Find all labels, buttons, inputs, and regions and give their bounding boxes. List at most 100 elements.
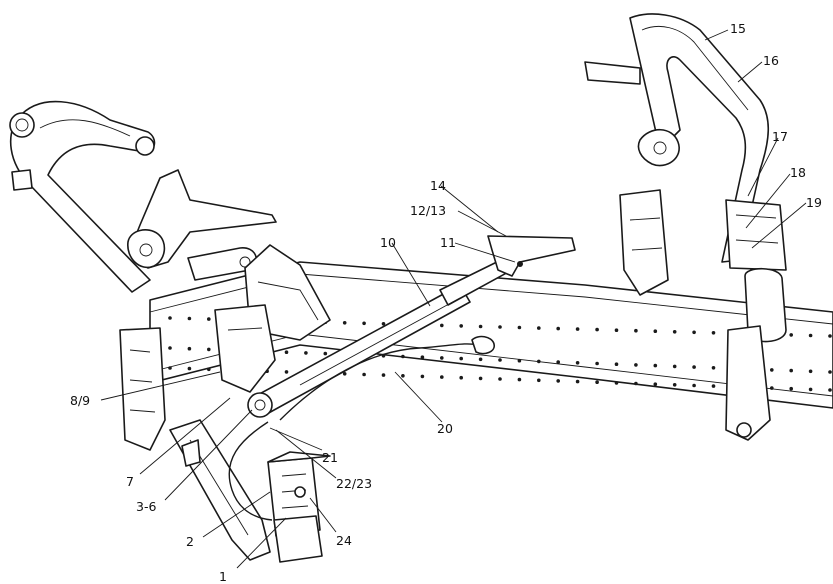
rail-hole (575, 327, 580, 331)
rail-hole (614, 362, 619, 367)
frame-rail (149, 261, 833, 409)
rail-hole (789, 333, 793, 337)
rail-hole (381, 322, 386, 326)
rail-hole (459, 375, 464, 380)
rail-hole (634, 328, 638, 333)
rail-hole (653, 363, 658, 368)
rail-hole (556, 360, 560, 364)
rail-hole (653, 329, 658, 334)
rail-hole (187, 366, 192, 371)
rail-hole (537, 378, 541, 383)
rail-hole (187, 316, 192, 321)
callout-14: 14 (430, 178, 446, 193)
rail-hole (168, 346, 172, 350)
rail-hole (575, 379, 580, 384)
rail-hole (381, 373, 386, 377)
callout-18: 18 (790, 165, 806, 180)
rail-hole (459, 324, 464, 328)
rail-hole (459, 356, 464, 361)
hydraulic-hose (279, 335, 495, 421)
rail-hole (770, 368, 774, 372)
callout-19: 19 (806, 195, 822, 210)
rail-hole (362, 372, 366, 377)
rail-hole (207, 367, 211, 372)
rail-hole (478, 357, 483, 362)
rail-hole (828, 334, 832, 338)
left-stabilizer-bar (9, 100, 156, 293)
rail-hole (342, 372, 347, 376)
rail-hole (401, 374, 405, 378)
callout-12-13: 12/13 (410, 203, 446, 218)
upper-bracket (487, 235, 576, 277)
rail-hole (440, 323, 444, 328)
rail-hole (556, 379, 560, 383)
rail-hole (207, 347, 211, 352)
rail-hole (614, 381, 619, 385)
rail-hole (789, 386, 793, 391)
callout-20: 20 (437, 421, 453, 436)
callout-labels: 1 2 3-6 7 8/9 10 11 12/13 14 15 16 17 18… (70, 21, 822, 584)
callout-7: 7 (126, 474, 134, 489)
rail-hole (537, 326, 541, 330)
rail-hole (595, 361, 599, 366)
rail-hole (420, 374, 425, 379)
rail-hole (498, 325, 502, 329)
rail-hole (711, 331, 716, 335)
callout-21: 21 (322, 450, 338, 465)
rail-hole (711, 366, 716, 370)
rail-hole (828, 388, 832, 392)
rail-hole (634, 381, 638, 386)
right-latch-unit (725, 199, 787, 441)
rail-hole (440, 375, 444, 379)
rail-hole (653, 382, 658, 387)
rail-hole (517, 377, 522, 382)
callout-leaders (100, 29, 807, 569)
rail-hole (614, 328, 619, 333)
rail-hole (478, 324, 483, 329)
tilt-cylinder (247, 257, 513, 418)
rail-hole (168, 366, 172, 370)
rail-hole (420, 355, 425, 360)
rail-hole (789, 368, 793, 373)
callout-3-6: 3-6 (136, 499, 156, 514)
callout-22-23: 22/23 (336, 476, 372, 491)
callout-2: 2 (186, 534, 194, 549)
callout-11: 11 (440, 235, 456, 250)
rail-hole (304, 351, 308, 355)
rail-hole (711, 384, 716, 388)
left-bracket-cluster (119, 169, 331, 451)
rail-hole (808, 387, 813, 392)
rail-hole (634, 363, 638, 367)
callout-1: 1 (219, 569, 227, 584)
rail-hole (828, 370, 832, 374)
rail-hole (672, 330, 677, 334)
rail-hole (537, 359, 541, 364)
callout-8-9: 8/9 (70, 393, 90, 408)
rail-hole (168, 316, 172, 320)
right-stabilizer-arm (584, 13, 770, 296)
rail-hole (284, 370, 289, 374)
rail-hole (284, 350, 289, 355)
pump-unit (228, 421, 331, 563)
rail-hole (672, 364, 677, 369)
callout-15: 15 (730, 21, 746, 36)
callout-24: 24 (336, 533, 352, 548)
rail-hole (595, 327, 599, 332)
callout-10: 10 (380, 235, 396, 250)
left-lower-link (169, 419, 271, 561)
rail-hole (808, 369, 813, 374)
rail-hole (692, 365, 696, 369)
callout-16: 16 (763, 53, 779, 68)
rail-hole (478, 376, 483, 381)
rail-hole (692, 330, 696, 335)
rail-hole (575, 361, 580, 365)
rail-hole (770, 386, 774, 390)
rail-hole (517, 325, 522, 330)
rail-hole (362, 321, 366, 326)
rail-hole (207, 317, 211, 321)
rail-hole (595, 380, 599, 385)
rail-hole (556, 326, 560, 331)
callout-17: 17 (772, 129, 788, 144)
rail-hole (672, 383, 677, 387)
